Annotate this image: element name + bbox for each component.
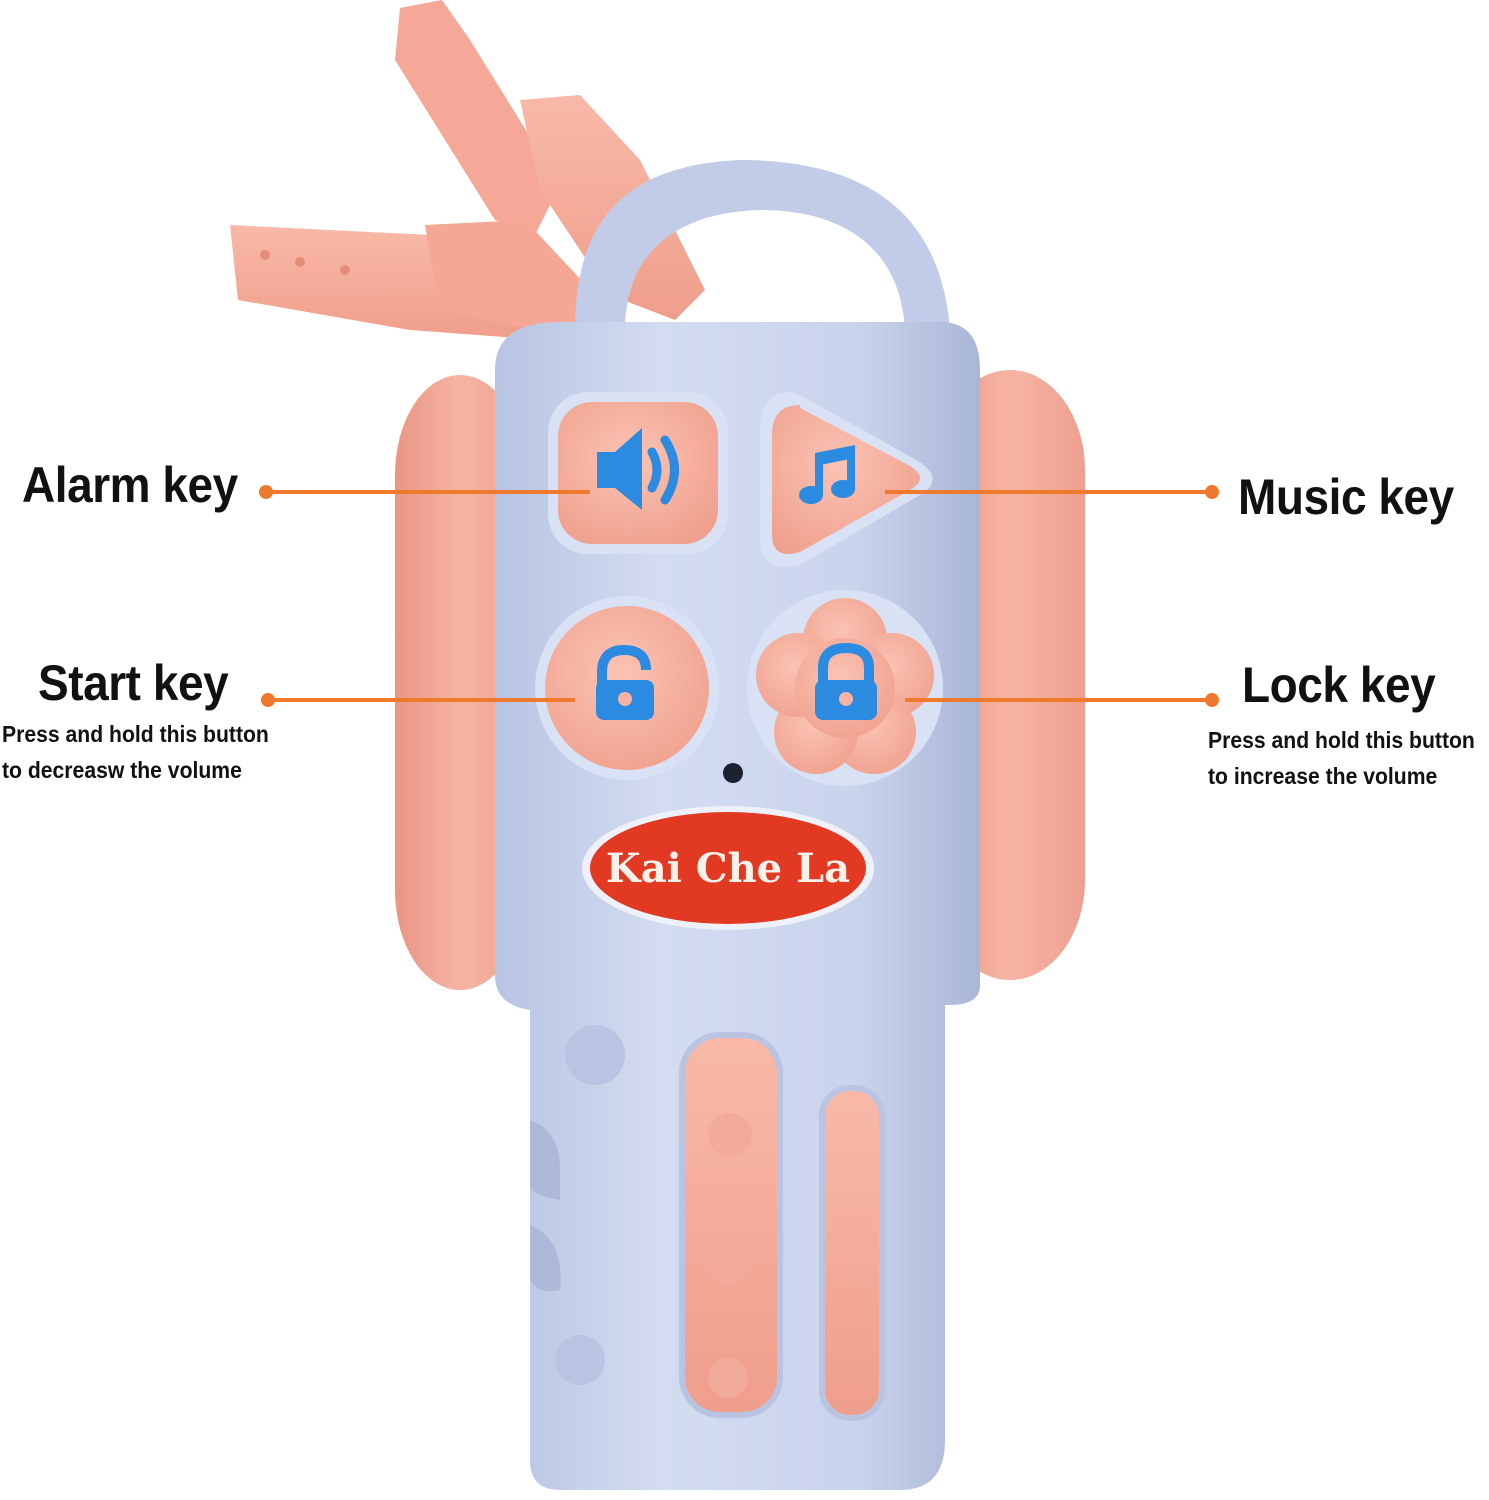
lock-button[interactable] (747, 590, 943, 786)
lock-icon (815, 642, 877, 720)
start-key-label: Start key (38, 655, 229, 711)
lock-key-note-line1: Press and hold this button (1208, 727, 1475, 753)
speaker-hole (723, 763, 743, 783)
lock-key-note-line2: to increase the volume (1208, 763, 1438, 789)
brand-badge: Kai Che La (582, 806, 874, 930)
start-button[interactable] (535, 596, 719, 780)
toy-keys (230, 0, 705, 340)
alarm-button[interactable] (548, 392, 728, 554)
music-key-label: Music key (1238, 469, 1454, 525)
alarm-key-label: Alarm key (22, 457, 238, 513)
lock-key-label: Lock key (1242, 657, 1436, 713)
speaker-icon (597, 428, 679, 510)
lock-key-note: Press and hold this button to increase t… (1208, 722, 1475, 794)
callout-leaders (259, 485, 1219, 707)
unlock-icon (596, 644, 654, 720)
music-note-icon (799, 445, 855, 504)
blade-strip-left (679, 1032, 783, 1418)
start-key-note-line2: to decreasw the volume (2, 757, 242, 783)
left-shell (395, 375, 525, 990)
start-key-note-line1: Press and hold this button (2, 721, 269, 747)
blade-strip-right (819, 1085, 885, 1421)
brand-name: Kai Che La (606, 845, 850, 892)
music-button[interactable] (760, 392, 933, 568)
start-key-note: Press and hold this button to decreasw t… (2, 716, 269, 788)
